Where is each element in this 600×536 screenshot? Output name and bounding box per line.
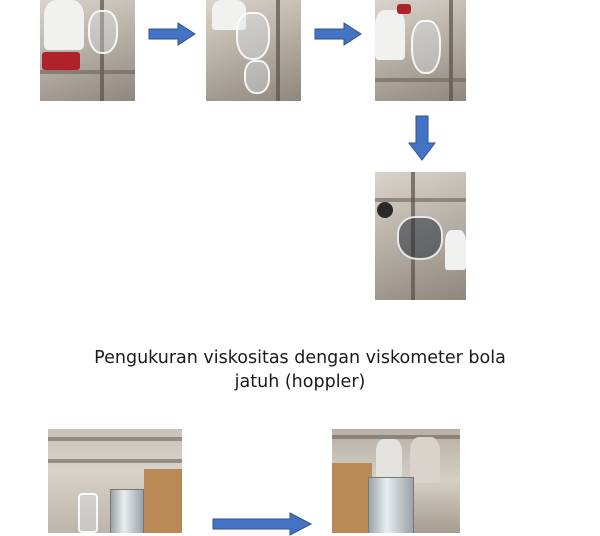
caption: Pengukuran viskositas dengan viskometer … bbox=[40, 346, 560, 394]
arrow-right-icon-2 bbox=[314, 22, 362, 46]
arrow-down-icon bbox=[408, 115, 436, 161]
arrow-right-icon-1 bbox=[148, 22, 196, 46]
photo-hoppler-2 bbox=[332, 429, 460, 533]
photo-step-3 bbox=[375, 0, 466, 101]
arrow-right-icon-3 bbox=[212, 512, 312, 536]
caption-line-2: jatuh (hoppler) bbox=[234, 372, 366, 392]
caption-line-1: Pengukuran viskositas dengan viskometer … bbox=[94, 348, 506, 368]
photo-step-4 bbox=[375, 172, 466, 300]
photo-step-2 bbox=[206, 0, 301, 101]
photo-step-1 bbox=[40, 0, 135, 101]
photo-hoppler-1 bbox=[48, 429, 182, 533]
